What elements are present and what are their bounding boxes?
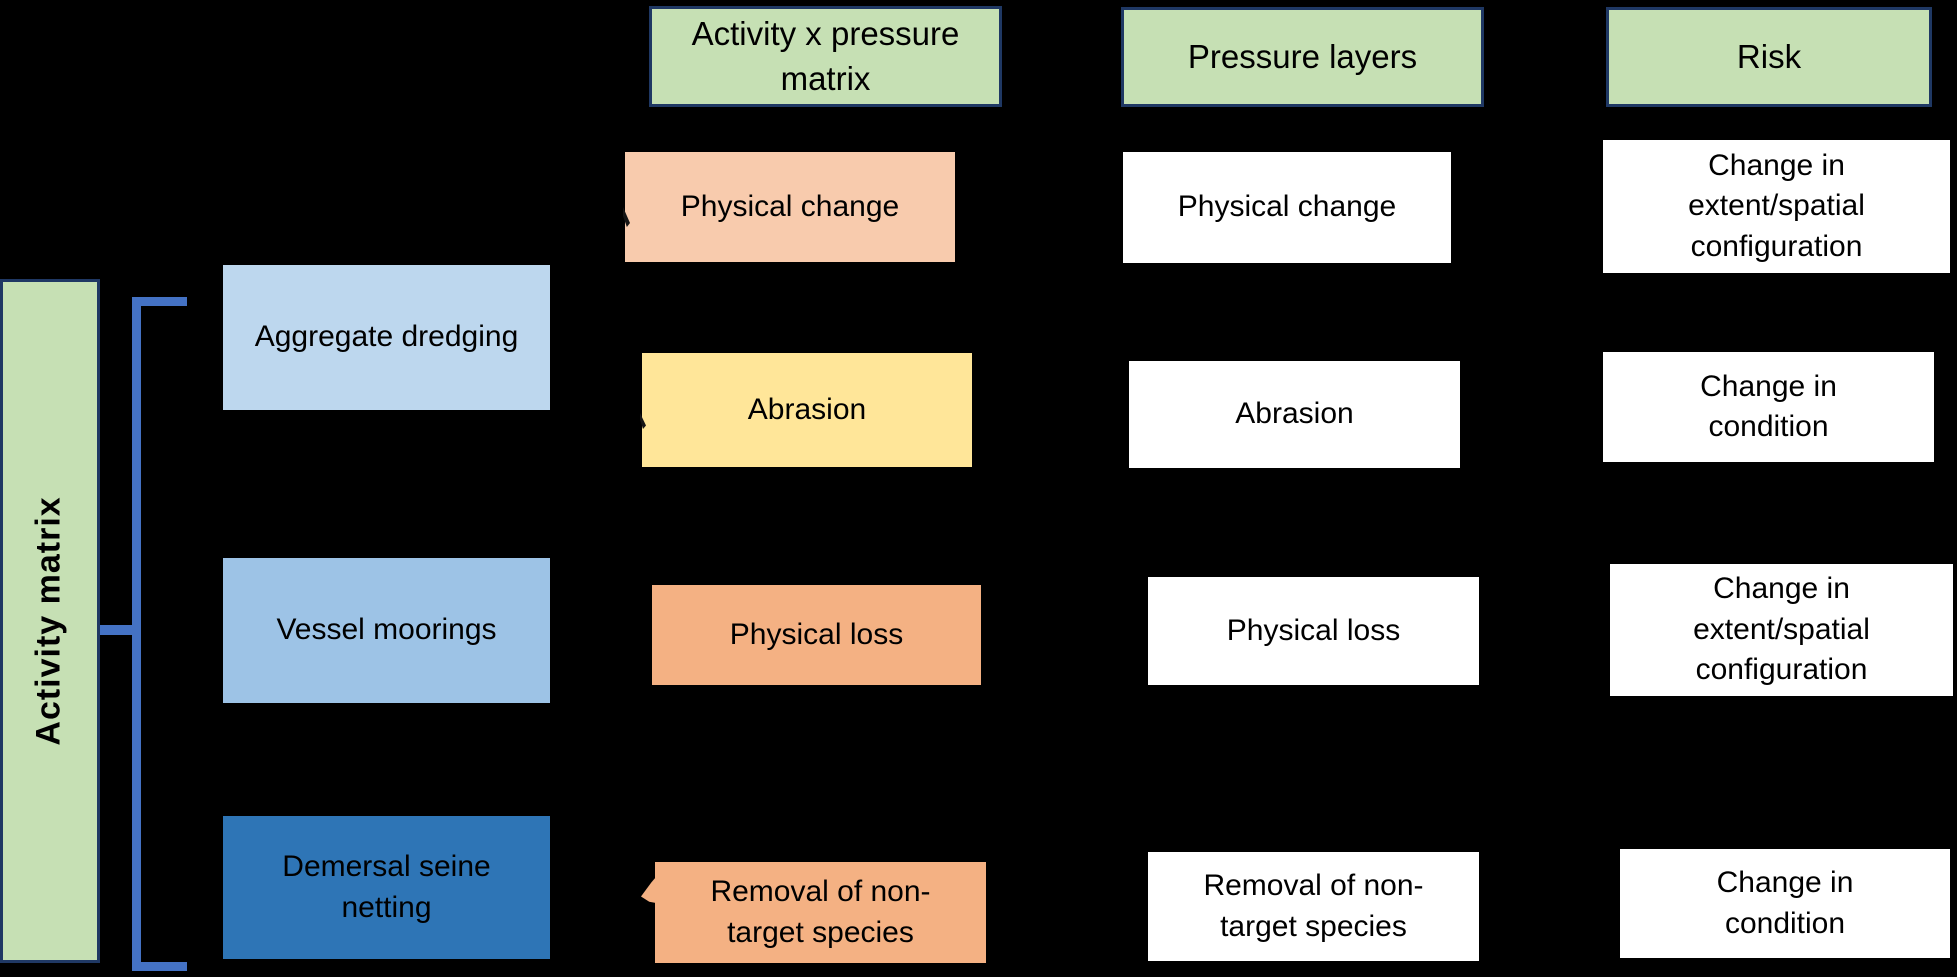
pressure-box-label: Abrasion (747, 392, 867, 426)
layer-box-removal-non-target: Removal of non- target species (1148, 852, 1479, 961)
risk-box-label: Change in extent/spatial configuration (1693, 572, 1870, 687)
layer-box-label: Physical loss (1226, 613, 1401, 647)
activity-box-label: Aggregate dredging (254, 320, 519, 354)
pressure-box-label: Removal of non- target species (710, 875, 931, 949)
layer-box-abrasion: Abrasion (1129, 361, 1460, 468)
bracket-connector (100, 625, 132, 635)
activity-box-vessel-moorings: Vessel moorings (223, 558, 550, 703)
risk-box-change-extent-1: Change in extent/spatial configuration (1603, 140, 1950, 273)
risk-box-change-condition-2: Change in condition (1620, 849, 1950, 958)
pressure-box-label: Physical loss (729, 617, 904, 651)
pressure-box-abrasion: Abrasion (642, 353, 972, 467)
activity-box-demersal-seine-netting: Demersal seine netting (223, 816, 550, 959)
risk-box-label: Change in condition (1700, 369, 1837, 444)
activity-matrix-box: Activity matrix (0, 279, 100, 963)
column-header-label: Pressure layers (1187, 37, 1418, 75)
risk-box-label: Change in extent/spatial configuration (1688, 148, 1865, 263)
risk-box-change-condition-1: Change in condition (1603, 352, 1934, 462)
layer-box-physical-change: Physical change (1123, 152, 1451, 263)
bracket-top-tick (132, 297, 187, 306)
activity-box-aggregate-dredging: Aggregate dredging (223, 265, 550, 410)
risk-box-change-extent-2: Change in extent/spatial configuration (1610, 564, 1953, 696)
risk-box-label: Change in condition (1716, 866, 1854, 940)
activity-matrix-label: Activity matrix (30, 496, 69, 746)
activity-box-label: Demersal seine netting (282, 850, 491, 924)
column-header-activity-pressure-matrix: Activity x pressure matrix (649, 6, 1002, 107)
arrowhead-fragment-icon (623, 207, 630, 227)
bracket-bottom-tick (132, 962, 187, 971)
pressure-box-label: Physical change (680, 189, 900, 223)
pressure-box-physical-change: Physical change (625, 152, 955, 262)
column-header-label: Risk (1736, 37, 1802, 75)
layer-box-physical-loss: Physical loss (1148, 577, 1479, 685)
pressure-box-physical-loss: Physical loss (652, 585, 981, 685)
arrowhead-fragment-icon (640, 413, 646, 429)
bracket-line (132, 297, 141, 971)
activity-box-label: Vessel moorings (276, 613, 497, 647)
column-header-pressure-layers: Pressure layers (1121, 7, 1484, 107)
layer-box-label: Physical change (1177, 190, 1397, 224)
column-header-label: Activity x pressure matrix (691, 14, 960, 97)
layer-box-label: Removal of non- target species (1203, 869, 1424, 943)
layer-box-label: Abrasion (1235, 397, 1354, 431)
arrowhead-fragment-icon (641, 877, 656, 903)
pressure-box-removal-non-target: Removal of non- target species (655, 862, 986, 963)
column-header-risk: Risk (1606, 7, 1932, 107)
